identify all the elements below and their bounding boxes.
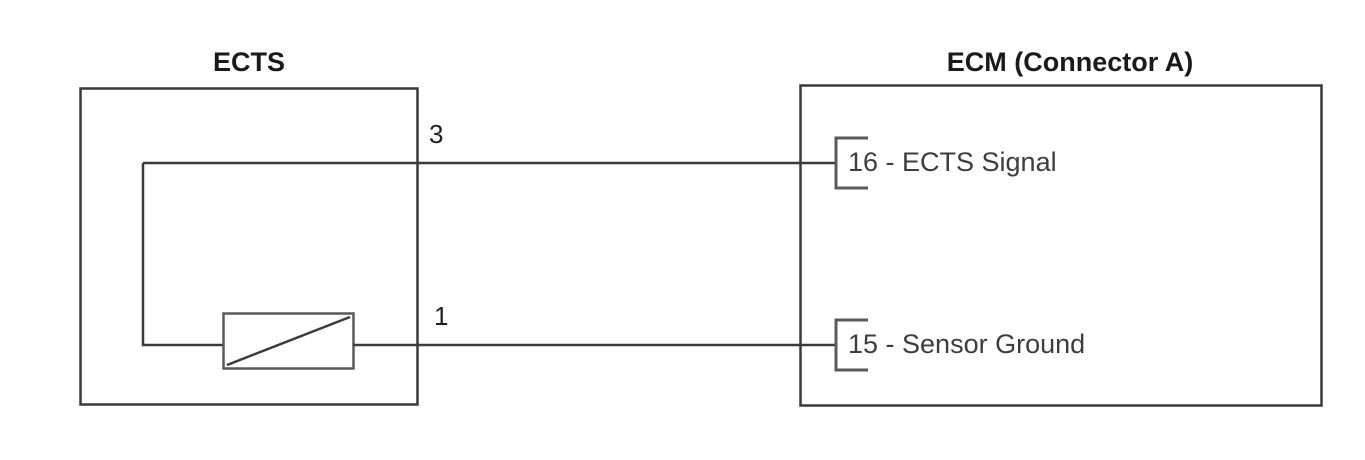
pin-number-3: 3	[429, 119, 444, 149]
ects-internal-wire	[141, 163, 223, 347]
terminal-label-15: 15 - Sensor Ground	[848, 329, 1086, 359]
connector-bracket-15-icon	[834, 318, 868, 372]
ects-enclosure-box	[79, 87, 419, 406]
pin-number-1: 1	[434, 301, 449, 331]
connector-bracket-16-icon	[834, 136, 868, 190]
terminal-label-16: 16 - ECTS Signal	[848, 147, 1057, 177]
thermistor-diagonal-icon	[226, 315, 351, 367]
ecm-enclosure-box	[799, 84, 1323, 407]
ects-title: ECTS	[212, 47, 286, 77]
ecm-title: ECM (Connector A)	[946, 47, 1194, 77]
